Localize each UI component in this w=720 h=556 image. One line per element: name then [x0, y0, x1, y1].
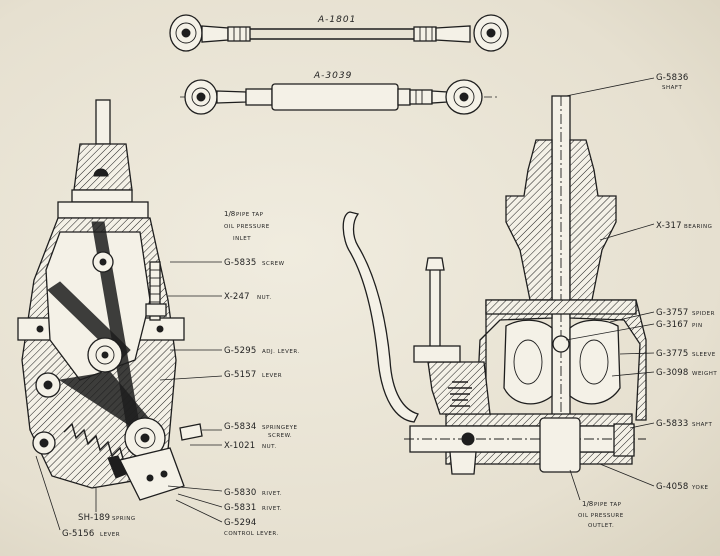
right-governor-section-view — [404, 95, 647, 475]
label-g4058-desc: YOKE — [691, 485, 708, 491]
label-g5833-desc: SHAFT — [692, 422, 712, 428]
left-leader-lines — [35, 261, 223, 531]
spring-sh189 — [63, 422, 125, 463]
label-g5831: G-5831 — [224, 503, 257, 513]
label-g3775: G-3775 — [656, 349, 689, 359]
pipe-tap-inlet-line2: OIL PRESSURE — [224, 224, 270, 230]
pipe-tap-inlet-line3: INLET — [233, 236, 251, 242]
label-g5294: G-5294 — [224, 518, 257, 528]
rod-a1801-left-eye — [169, 14, 203, 52]
label-g3757: G-3757 — [656, 308, 689, 318]
label-x317-desc: BEARING — [684, 224, 712, 230]
pivot-upper — [92, 251, 114, 273]
label-x1021: X-1021 — [224, 441, 255, 451]
pivot-lever — [87, 337, 123, 373]
rod-a1801-title: A-1801 — [317, 15, 356, 25]
label-g5835: G-5835 — [224, 258, 257, 268]
label-x247: X-247 — [224, 292, 250, 302]
label-g5295: G-5295 — [224, 346, 257, 356]
label-g5156-desc: LEVER — [100, 532, 120, 538]
label-x247-desc: NUT. — [257, 295, 272, 301]
label-g5294-desc: CONTROL LEVER. — [224, 531, 279, 537]
label-g5830: G-5830 — [224, 488, 257, 498]
label-g5295-desc: ADJ. LEVER. — [262, 349, 300, 355]
label-g5831-desc: RIVET. — [262, 506, 282, 512]
rod-a3039-title: A-3039 — [313, 71, 352, 81]
label-g5157: G-5157 — [224, 370, 257, 380]
label-g3167: G-3167 — [656, 320, 689, 330]
pipe-tap-outlet-line3: OUTLET. — [588, 523, 614, 529]
label-g5834-desc1: SPRINGEYE — [262, 425, 297, 431]
rod-a3039-right-eye — [445, 79, 483, 115]
pipe-tap-inlet-fraction: 1/8 — [224, 210, 235, 218]
pipe-tap-outlet-line2: OIL PRESSURE — [578, 513, 624, 519]
label-g5834-desc2: SCREW. — [268, 433, 292, 439]
pivot-lower-left — [35, 372, 61, 398]
left-governor-exterior-view — [17, 99, 203, 501]
label-g3167-desc: PIN — [692, 323, 703, 329]
rod-a3039-left-eye — [184, 79, 218, 115]
label-x317: X-317 — [656, 221, 682, 231]
label-g5830-desc: RIVET. — [262, 491, 282, 497]
right-leader-lines — [565, 77, 655, 501]
label-g3098: G-3098 — [656, 368, 689, 378]
worm-spring — [448, 381, 472, 407]
label-sh189-desc: SPRING — [112, 516, 136, 522]
label-g3098-desc: WEIGHT — [692, 371, 717, 377]
control-handle — [342, 211, 445, 423]
label-g5156: G-5156 — [62, 529, 95, 539]
rod-a1801: A-1801 — [169, 14, 509, 52]
label-g3757-desc: SPIDER — [692, 311, 715, 317]
left-callouts: 1/8 PIPE TAP OIL PRESSURE INLET G-5835 S… — [62, 210, 300, 539]
label-g5835-desc: SCREW — [262, 261, 285, 267]
label-x1021-desc: NUT. — [262, 444, 277, 450]
label-g5834: G-5834 — [224, 422, 257, 432]
label-g5833: G-5833 — [656, 419, 689, 429]
pivot-bottom-left — [32, 431, 56, 455]
label-g4058: G-4058 — [656, 482, 689, 492]
pipe-tap-outlet-line1: PIPE TAP — [594, 502, 622, 508]
rod-a3039: A-3039 — [180, 71, 500, 115]
label-g5836-desc: SHAFT — [662, 85, 682, 91]
label-g5836: G-5836 — [656, 73, 689, 83]
label-sh189: SH-189 — [78, 513, 110, 523]
rod-a1801-right-eye — [473, 14, 509, 52]
label-g5157-desc: LEVER — [262, 373, 282, 379]
pipe-tap-outlet-fraction: 1/8 — [582, 500, 593, 508]
label-g3775-desc: SLEEVE — [692, 352, 716, 358]
right-callouts: G-5836 SHAFT X-317 BEARING G-3757 SPIDER… — [578, 73, 717, 529]
pipe-tap-inlet-line1: PIPE TAP — [236, 212, 264, 218]
